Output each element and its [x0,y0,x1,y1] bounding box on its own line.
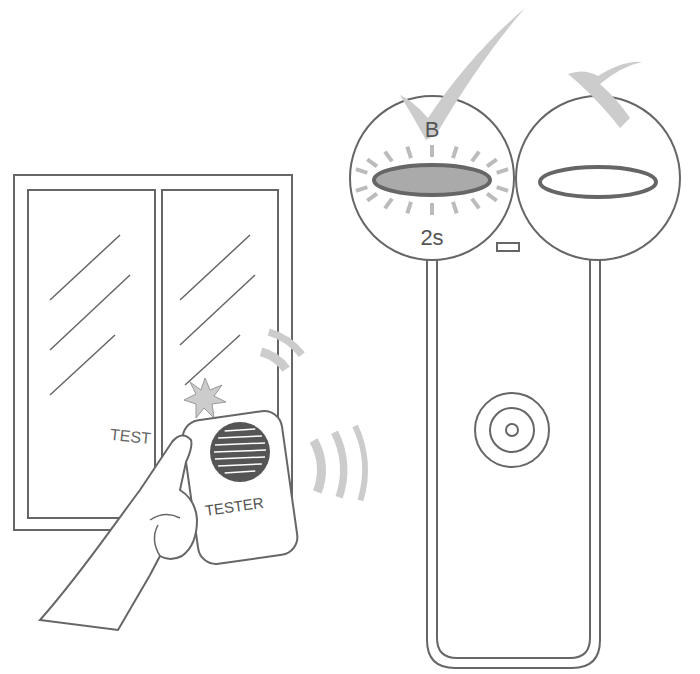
press-burst [184,378,226,418]
indicator-label: B [425,118,440,142]
light-ray [356,187,367,191]
light-ray [430,145,434,157]
sensor-slot [497,243,519,251]
light-ray [367,159,377,166]
led-on [374,165,490,195]
light-ray [385,152,392,162]
indicator-callout: B 2s [350,96,514,260]
callout-circle [516,96,680,260]
sound-wave [310,438,326,494]
light-ray [407,147,411,158]
light-ray [497,187,508,191]
sensor-button [475,393,549,467]
hand-detail [150,514,180,556]
check-mark [400,8,525,140]
speaker-grille [225,471,256,473]
light-ray [453,147,457,158]
light-ray [407,202,411,213]
speaker-grille [215,457,265,459]
glass-reflection [50,235,255,395]
sensor-body [427,243,600,668]
light-ray [367,194,377,201]
light-ray [453,202,457,213]
action-label: TEST [107,426,153,448]
sound-wave [352,425,368,501]
led-off [540,167,656,197]
light-ray [487,194,497,201]
light-ray [472,152,479,162]
tester-speaker [210,422,270,482]
sound-wave [268,328,305,357]
hand [40,435,197,630]
indicator-label: 2s [420,226,443,250]
speaker-grille [215,443,265,445]
sensor-button-ring [490,408,534,452]
sound-wave [260,348,290,372]
light-ray [487,159,497,166]
speaker-grille [214,450,266,452]
light-ray [356,169,367,173]
sensor-housing [427,250,600,668]
sensor-housing-inner [437,255,590,658]
callout-circle [350,96,514,260]
tester-device: TESTER [185,405,300,570]
speaker-grille [218,464,262,466]
tester-housing [180,409,299,567]
light-ray [497,169,508,173]
fail-callout [516,62,680,260]
light-ray [472,199,479,209]
light-ray [430,203,434,215]
cross-mark [568,62,642,128]
speaker-grille [225,429,256,431]
window-pane [28,190,155,518]
sensor-button-center [506,424,518,436]
light-ray [385,199,392,209]
sound-wave [331,430,347,498]
speaker-grille [218,436,262,438]
tester-outline [185,405,300,570]
